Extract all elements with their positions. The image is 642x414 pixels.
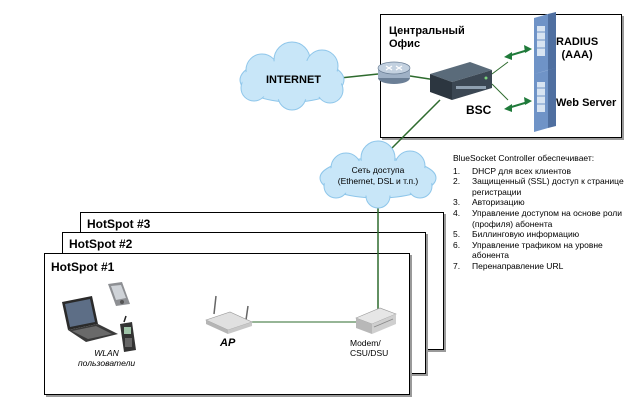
- feature-item: 7.Перенаправление URL: [453, 260, 564, 271]
- feature-item: 2.Защищенный (SSL) доступ к странице рег…: [453, 176, 624, 197]
- feature-item: 4.Управление доступом на основе роли (пр…: [453, 207, 622, 229]
- internet-cloud-icon: [239, 41, 345, 111]
- modem-label: Modem/ CSU/DSU: [350, 338, 389, 358]
- web-server-label: Web Server: [556, 97, 617, 109]
- feature-item: 6.Управление трафиком на уровне абонента: [453, 239, 603, 261]
- access-network-label: Сеть доступа (Ethernet, DSL и т.п.): [337, 165, 419, 186]
- link-internet-router: [339, 73, 379, 79]
- laptop-icon: [62, 296, 118, 342]
- router-icon: [377, 61, 411, 84]
- access-point-icon: [205, 295, 253, 334]
- modem-icon: [355, 307, 397, 334]
- features-list: BlueSocket Controller обеспечивает: 1.DH…: [453, 153, 635, 272]
- link-bsc-webserver: [491, 83, 509, 101]
- radius-arrow-icon: [504, 45, 532, 60]
- feature-item: 5.Биллинговую информацию: [453, 229, 580, 240]
- access-network-cloud-icon: [319, 140, 437, 209]
- feature-item: 3.Авторизацию: [453, 197, 525, 208]
- mobile-phone-icon: [120, 315, 136, 352]
- bsc-device-icon: [430, 62, 492, 100]
- radius-label: RADIUS (AAA): [556, 36, 599, 61]
- link-bsc-radius: [491, 61, 509, 75]
- ap-label: AP: [220, 337, 236, 349]
- bsc-label: BSC: [466, 103, 492, 117]
- hotspot-3-title: HotSpot #3: [87, 217, 151, 231]
- webserver-arrow-icon: [504, 97, 532, 112]
- internet-label: INTERNET: [266, 74, 321, 86]
- pda-icon: [108, 282, 130, 306]
- central-office-box: Центральный Офис: [380, 14, 622, 138]
- features-heading: BlueSocket Controller обеспечивает:: [453, 153, 595, 163]
- hotspot-1-title: HotSpot #1: [51, 260, 115, 274]
- wlan-users-label: WLAN пользователи: [78, 348, 136, 368]
- feature-item: 1.DHCP для всех клиентов: [453, 165, 571, 176]
- radius-server-icon: [534, 12, 556, 76]
- central-office-title: Центральный Офис: [389, 25, 465, 50]
- web-server-icon: [534, 68, 556, 132]
- hotspot-2-title: HotSpot #2: [69, 237, 133, 251]
